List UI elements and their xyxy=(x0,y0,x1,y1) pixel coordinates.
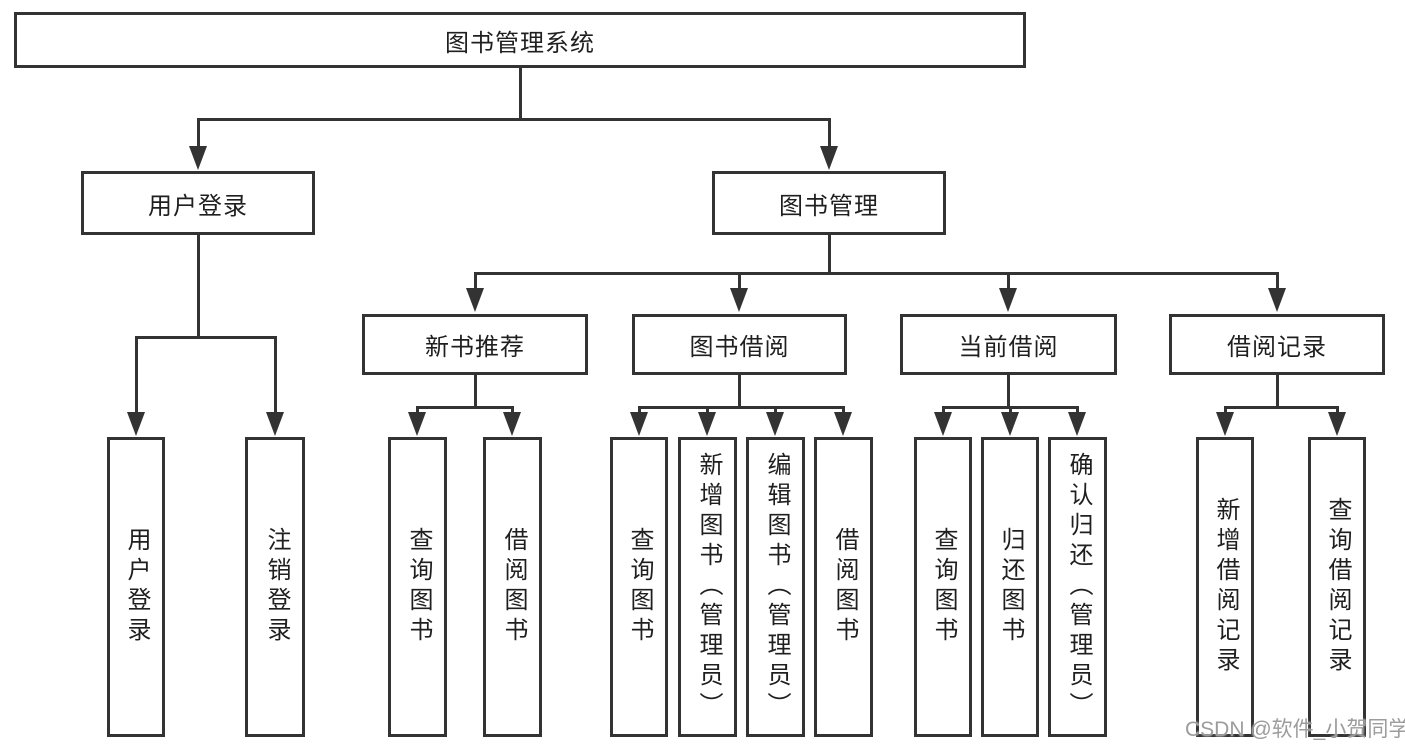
connector-hline xyxy=(197,118,830,121)
node-book-management: 图书管理 xyxy=(712,171,946,235)
arrowhead-down xyxy=(730,288,748,312)
leaf-query-borrow-record: 查询借阅记录 xyxy=(1308,437,1366,737)
connector-vline xyxy=(828,118,831,150)
connector-vline xyxy=(519,68,522,120)
connector-vline xyxy=(828,235,831,274)
arrowhead-down xyxy=(127,412,145,436)
connector-vline xyxy=(474,375,477,408)
arrowhead-down xyxy=(630,412,648,436)
connector-vline xyxy=(1276,272,1279,292)
arrowhead-down xyxy=(503,412,521,436)
arrowhead-down xyxy=(1068,412,1086,436)
leaf-logout: 注销登录 xyxy=(245,437,305,737)
node-book-borrow: 图书借阅 xyxy=(632,314,847,375)
connector-vline xyxy=(738,375,741,408)
node-current-borrow: 当前借阅 xyxy=(900,314,1117,375)
arrowhead-down xyxy=(999,288,1017,312)
leaf-add-borrow-record: 新增借阅记录 xyxy=(1196,437,1254,737)
connector-vline xyxy=(135,336,138,416)
leaf-query-books-borrow: 查询图书 xyxy=(610,437,668,737)
node-borrow-records: 借阅记录 xyxy=(1169,314,1385,375)
leaf-query-books-newbook: 查询图书 xyxy=(388,437,447,737)
leaf-borrow-books-newbook: 借阅图书 xyxy=(483,437,542,737)
arrowhead-down xyxy=(408,412,426,436)
connector-hline xyxy=(135,336,277,339)
arrowhead-down xyxy=(1268,288,1286,312)
leaf-edit-book-admin: 编辑图书（管理员） xyxy=(746,437,805,737)
leaf-add-book-admin: 新增图书（管理员） xyxy=(678,437,737,737)
connector-hline xyxy=(1224,406,1338,409)
arrowhead-down xyxy=(1001,412,1019,436)
node-user-login: 用户登录 xyxy=(81,171,315,235)
arrowhead-down xyxy=(1328,412,1346,436)
leaf-query-books-current: 查询图书 xyxy=(914,437,972,737)
connector-vline xyxy=(274,336,277,416)
connector-vline xyxy=(738,272,741,292)
arrowhead-down xyxy=(266,412,284,436)
leaf-borrow-books-borrow: 借阅图书 xyxy=(814,437,873,737)
arrowhead-down xyxy=(766,412,784,436)
arrowhead-down xyxy=(834,412,852,436)
csdn-watermark: CSDN @软件_小贺同学 xyxy=(1185,718,1405,741)
connector-vline xyxy=(1007,272,1010,292)
leaf-confirm-return-admin: 确认归还（管理员） xyxy=(1048,437,1107,737)
arrowhead-down xyxy=(189,146,207,170)
leaf-user-login: 用户登录 xyxy=(107,437,165,737)
arrowhead-down xyxy=(1216,412,1234,436)
arrowhead-down xyxy=(934,412,952,436)
arrowhead-down xyxy=(698,412,716,436)
connector-vline xyxy=(197,235,200,338)
arrowhead-down xyxy=(466,288,484,312)
node-new-book-recommend: 新书推荐 xyxy=(362,314,588,375)
connector-hline xyxy=(416,406,514,409)
connector-vline xyxy=(1276,375,1279,408)
connector-hline xyxy=(474,272,1278,275)
arrowhead-down xyxy=(820,146,838,170)
connector-hline xyxy=(638,406,845,409)
leaf-return-book: 归还图书 xyxy=(981,437,1039,737)
connector-vline xyxy=(474,272,477,292)
connector-vline xyxy=(197,118,200,150)
connector-vline xyxy=(1007,375,1010,408)
node-root: 图书管理系统 xyxy=(14,12,1026,68)
